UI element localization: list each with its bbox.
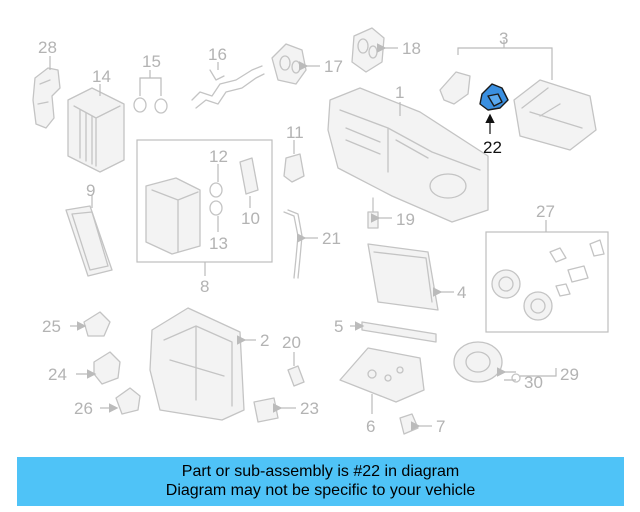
callout-22: 22 [483,138,502,157]
part-24 [76,351,121,385]
callout-12: 12 [209,147,228,166]
part-9 [65,195,113,277]
part-17 [271,43,307,85]
part-20 [287,352,305,387]
callout-4: 4 [457,283,466,302]
callout-9: 9 [86,181,95,200]
part-8-core [145,177,201,255]
sub-assembly-box-27 [485,231,609,333]
info-banner: Part or sub-assembly is #22 in diagram D… [17,457,624,506]
callout-20: 20 [282,333,301,352]
callout-16: 16 [208,45,227,64]
callout-23: 23 [300,399,319,418]
part-15 [133,70,168,114]
banner-line-2: Diagram may not be specific to your vehi… [165,482,476,499]
callout-10: 10 [241,209,260,228]
part-6 [339,347,425,414]
callout-19: 19 [396,210,415,229]
part-22-highlighted [479,83,509,134]
part-21 [283,209,318,279]
callout-21: 21 [322,229,341,248]
callout-25: 25 [42,317,61,336]
callout-5: 5 [334,317,343,336]
callout-1: 1 [395,83,404,102]
part-23 [253,397,296,423]
callout-6: 6 [366,417,375,436]
callout-7: 7 [436,417,445,436]
callout-3: 3 [499,29,508,48]
part-1 [327,87,489,223]
part-16 [191,65,265,109]
callout-18: 18 [402,39,421,58]
callout-28: 28 [38,38,57,57]
part-29-30-blower [453,341,557,383]
part-10 [239,157,259,208]
callout-2: 2 [260,331,269,350]
part-12-13-orings [209,170,223,232]
parts-diagram: 28 14 15 16 17 18 3 1 22 11 12 10 13 9 1… [32,27,609,436]
callout-27: 27 [536,202,555,221]
callout-11: 11 [286,123,304,142]
part-2 [149,307,256,421]
callout-13: 13 [209,234,228,253]
part-4 [367,243,454,311]
part-25 [70,311,111,337]
part-11 [283,140,305,183]
callout-14: 14 [92,67,111,86]
part-26 [100,387,141,415]
callout-24: 24 [48,365,67,384]
part-3-group [439,40,597,151]
part-18 [351,27,385,73]
callout-26: 26 [74,399,93,418]
part-14 [67,87,125,173]
part-7 [399,413,432,435]
callout-17: 17 [324,57,343,76]
part-28 [32,67,61,129]
callout-30: 30 [524,373,543,392]
callout-15: 15 [142,52,161,71]
callout-8: 8 [200,277,209,296]
part-27-components [491,239,605,321]
callout-29: 29 [560,365,579,384]
part-5 [350,321,437,343]
part-19 [367,197,392,229]
banner-line-1: Part or sub-assembly is #22 in diagram [181,463,460,480]
